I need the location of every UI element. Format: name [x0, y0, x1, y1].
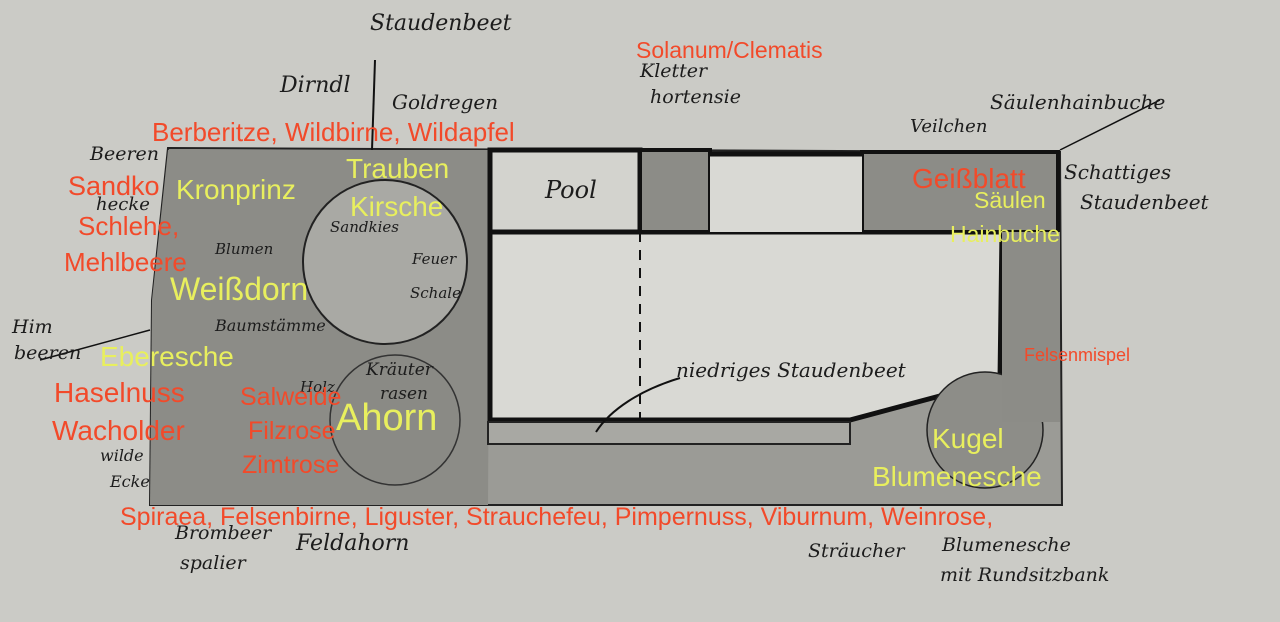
label-berberitze: Berberitze, Wildbirne, Wildapfel	[152, 117, 515, 147]
label-felsenmispel: Felsenmispel	[1024, 345, 1131, 365]
sketch-veilchen: Veilchen	[910, 116, 988, 137]
label-saeulen: Säulen	[974, 187, 1046, 213]
pen-stroke-1	[371, 59, 376, 151]
sketch-brombeer: Brombeer	[175, 522, 272, 544]
sketch-beeren: Beeren	[90, 143, 160, 165]
label-weissdorn: Weißdorn	[170, 271, 309, 307]
label-blumenesche: Blumenesche	[872, 461, 1042, 492]
sketch-sandkies: Sandkies	[330, 218, 399, 236]
label-kronprinz: Kronprinz	[176, 174, 296, 205]
label-kugel: Kugel	[932, 423, 1004, 454]
label-bottom-plants: Spiraea, Felsenbirne, Liguster, Strauche…	[120, 503, 994, 531]
climber-bed	[638, 148, 712, 234]
label-salweide: Salweide	[240, 383, 342, 411]
sketch-staudenbeet-right: Staudenbeet	[1080, 190, 1209, 214]
pool	[487, 147, 643, 235]
sketch-feuer: Feuer	[412, 250, 457, 268]
sketch-beeren-him: beeren	[14, 342, 82, 364]
sketch-wilde: wilde	[100, 446, 144, 465]
ahorn-circle	[329, 354, 461, 486]
sketch-blumen: Blumen	[215, 240, 274, 258]
sketch-spalier: spalier	[180, 552, 246, 574]
label-hainbuche: Hainbuche	[950, 221, 1060, 247]
sketch-straucher: Sträucher	[808, 540, 905, 562]
sketch-rasen: rasen	[380, 384, 428, 404]
sketch-holz: Holz	[300, 378, 335, 396]
right-strip	[1002, 232, 1060, 422]
sketch-hortensie: hortensie	[650, 86, 741, 108]
lawn	[487, 229, 1005, 423]
sketch-schattiges: Schattiges	[1064, 160, 1172, 184]
right-top-bed	[860, 150, 1060, 234]
label-zimtrose: Zimtrose	[242, 451, 340, 479]
sketch-ecke: Ecke	[110, 472, 150, 491]
tree-circle	[302, 179, 468, 345]
sketch-kletter: Kletter	[640, 60, 708, 82]
pen-stroke-3	[39, 329, 151, 361]
sketch-dirndl: Dirndl	[280, 73, 351, 98]
sketch-kraeuter: Kräuter	[366, 360, 433, 380]
label-sandkorn: Sandko	[68, 171, 160, 201]
label-kirsche: Kirsche	[350, 191, 444, 222]
pen-stroke-2	[1059, 99, 1161, 151]
label-haselnuss: Haselnuss	[54, 377, 185, 408]
sketch-baumstaemme: Baumstämme	[215, 316, 326, 335]
sketch-hecke: hecke	[96, 194, 150, 215]
sketch-feldahorn: Feldahorn	[296, 531, 410, 556]
label-mehlbeere: Mehlbeere	[64, 247, 187, 277]
label-wacholder: Wacholder	[52, 415, 185, 446]
sketch-staudenbeet-top: Staudenbeet	[370, 11, 512, 36]
sketch-saeulenhainbuche: Säulenhainbuche	[990, 90, 1166, 114]
label-geissblatt: Geißblatt	[912, 163, 1026, 194]
arrow-pointer	[595, 377, 681, 433]
label-eberesche: Eberesche	[100, 341, 234, 372]
sketch-blumenesche: Blumenesche	[942, 534, 1071, 556]
label-schlehe: Schlehe,	[78, 211, 180, 241]
top-lawn-strip	[710, 152, 862, 232]
sketch-goldregen: Goldregen	[392, 90, 499, 114]
sketch-schale: Schale	[410, 284, 461, 302]
label-ahorn: Ahorn	[336, 397, 438, 439]
label-solanum-clematis: Solanum/Clematis	[636, 37, 823, 63]
label-filzrose: Filzrose	[248, 417, 336, 445]
label-trauben: Trauben	[346, 153, 450, 184]
sketch-him: Him	[12, 316, 53, 338]
sketch-niedriges-staudenbeet: niedriges Staudenbeet	[676, 358, 906, 382]
sketch-pool: Pool	[545, 176, 597, 204]
low-bed	[487, 421, 851, 445]
sketch-rundsitzbank: mit Rundsitzbank	[940, 564, 1110, 586]
